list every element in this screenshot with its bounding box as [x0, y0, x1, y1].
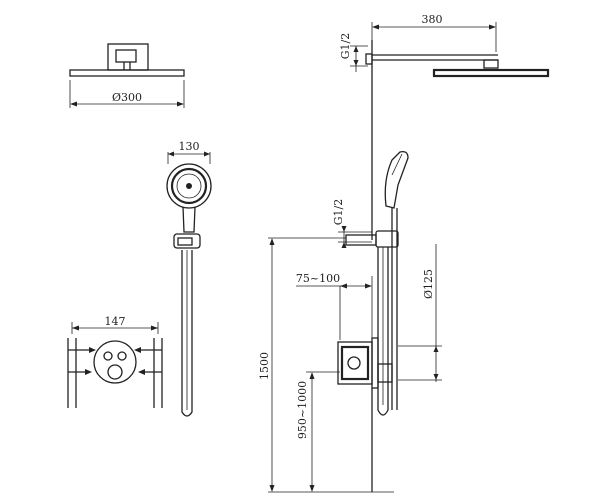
- head-diameter-label: Ø300: [112, 91, 142, 104]
- rail-diameter-label: Ø125: [422, 269, 435, 299]
- thread-mid-label: G1/2: [332, 199, 345, 226]
- arm-length-label: 380: [422, 13, 443, 26]
- handset-width-label: 130: [179, 140, 200, 153]
- thread-top-label: G1/2: [339, 33, 352, 60]
- valve-height-label: 950~1000: [296, 381, 309, 439]
- hand-shower-front-view: 130: [166, 140, 212, 417]
- side-view-installation: G1/2 380 G1/2: [258, 13, 550, 493]
- total-height-label: 1500: [258, 352, 271, 380]
- shower-head-top-view: Ø300: [69, 43, 185, 108]
- mixer-valve-front-view: 147: [67, 315, 163, 408]
- wall-depth-label: 75~100: [296, 272, 340, 285]
- valve-width-label: 147: [105, 315, 126, 328]
